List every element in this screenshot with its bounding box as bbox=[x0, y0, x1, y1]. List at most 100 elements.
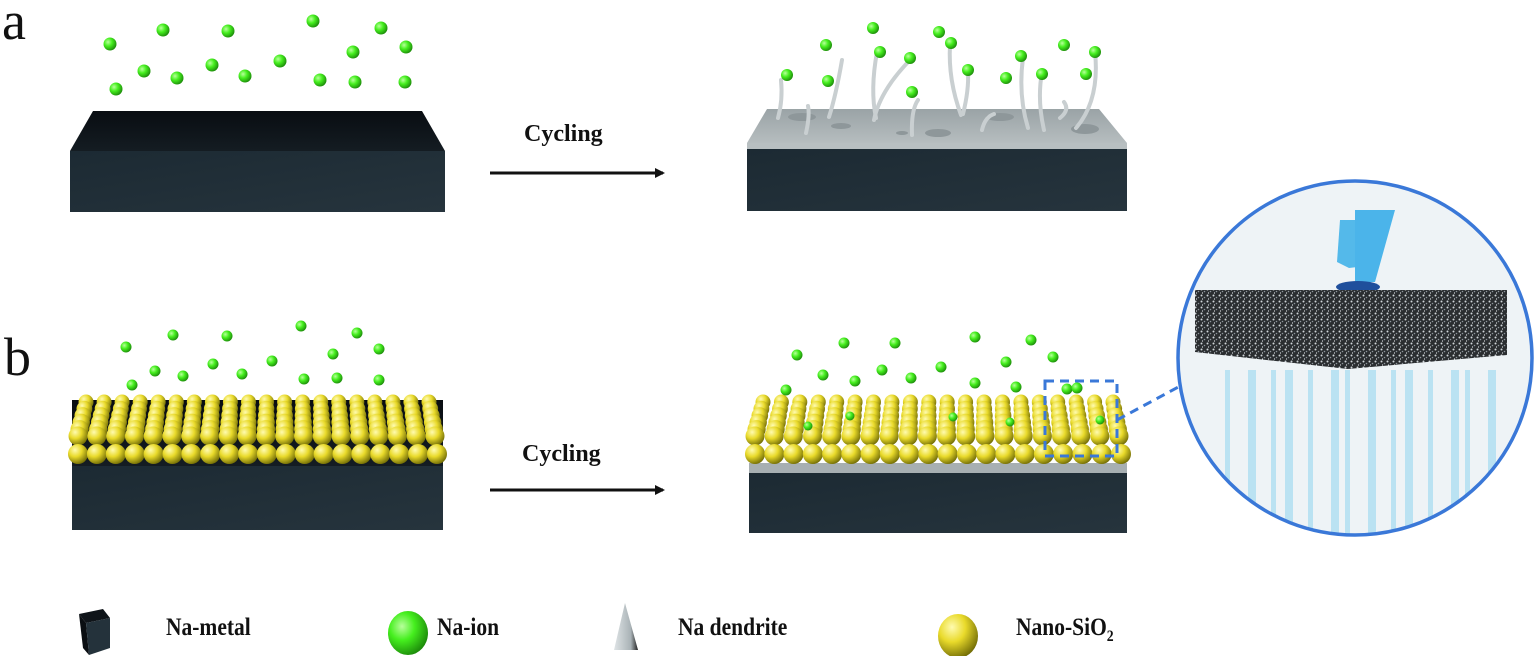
cube-side bbox=[79, 614, 89, 655]
na-ion-a-before bbox=[103, 37, 117, 51]
cycling-label-a: Cycling bbox=[524, 121, 603, 147]
na-ion-b-after bbox=[889, 337, 901, 349]
nano-sio2-sphere bbox=[408, 444, 429, 464]
panel-label-a: a bbox=[2, 0, 26, 51]
nano-sio2-sphere bbox=[406, 426, 426, 446]
na-ion-b-before bbox=[351, 327, 363, 339]
na-metal-block-a-before-top bbox=[70, 111, 445, 151]
nano-sio2-sphere bbox=[937, 426, 957, 446]
nano-sio2-sphere bbox=[764, 426, 784, 446]
na-ion-a-before bbox=[273, 54, 287, 68]
na-ion-b-before bbox=[373, 374, 385, 386]
na-ion-b-before bbox=[221, 330, 233, 342]
na-dendrite bbox=[980, 112, 996, 132]
ion-flux-stream bbox=[1465, 370, 1470, 535]
na-dendrite bbox=[871, 50, 879, 120]
na-ion-a-before bbox=[348, 75, 362, 89]
ion-flux-stream bbox=[1308, 370, 1313, 535]
nano-sio2-sphere bbox=[331, 426, 351, 446]
nano-sio2-sphere bbox=[351, 444, 372, 464]
na-metal-cube-icon bbox=[79, 609, 110, 655]
legend-label-nano-sio2-main: Nano-SiO bbox=[1016, 614, 1107, 641]
na-ion-b-before bbox=[207, 358, 219, 370]
na-ion-b-before bbox=[177, 370, 189, 382]
na-dendrite bbox=[804, 104, 811, 135]
nano-sio2-sphere bbox=[275, 444, 296, 464]
nano-sio2-sphere bbox=[219, 444, 240, 464]
na-ion-a-after bbox=[820, 39, 832, 51]
na-ion-b-before bbox=[120, 341, 132, 353]
nano-sio2-sphere bbox=[105, 444, 126, 464]
nano-sio2-sphere bbox=[106, 426, 126, 446]
nano-sio2-sphere bbox=[918, 444, 939, 464]
nano-sio2-sphere bbox=[898, 426, 918, 446]
nano-sio2-sphere bbox=[745, 444, 765, 464]
nano-sio2-sphere bbox=[425, 426, 445, 446]
nano-sio2-sphere bbox=[181, 444, 202, 464]
na-dendrite bbox=[961, 70, 971, 116]
nano-sio2-sphere bbox=[803, 426, 822, 446]
nano-sio2-sphere bbox=[238, 444, 259, 464]
na-ion-sphere-icon bbox=[388, 611, 428, 655]
na-ion-a-before bbox=[137, 64, 151, 78]
na-ion-a-after bbox=[867, 22, 879, 34]
sei-pit bbox=[788, 113, 816, 121]
na-ion-a-after bbox=[1036, 68, 1048, 80]
nano-sio2-sphere bbox=[1033, 444, 1054, 464]
na-ion-b-before bbox=[373, 343, 385, 355]
na-ion-b-after bbox=[1047, 351, 1059, 363]
nano-sio2-sphere bbox=[802, 444, 823, 464]
nano-sio2-sphere bbox=[783, 444, 804, 464]
nano-sio2-sphere bbox=[917, 426, 937, 446]
na-ion-a-after bbox=[822, 75, 834, 87]
na-ion-b-after bbox=[969, 377, 981, 389]
legend-label-nano-sio2-sub: 2 bbox=[1106, 628, 1114, 645]
nano-sio2-sphere bbox=[369, 426, 389, 446]
na-dendrite bbox=[776, 78, 784, 120]
na-ion-b-after bbox=[1061, 383, 1073, 395]
nano-sio2-sphere bbox=[860, 444, 881, 464]
na-dendrite bbox=[827, 58, 844, 119]
na-ion-b-after bbox=[791, 349, 803, 361]
na-ion-b-after bbox=[905, 372, 917, 384]
inset-border bbox=[1176, 179, 1534, 537]
ion-flux-stream bbox=[1391, 370, 1396, 535]
na-ion-a-after bbox=[1089, 46, 1101, 58]
nano-sio2-sphere bbox=[218, 426, 238, 446]
na-metal-block-b-before-front bbox=[72, 466, 443, 530]
na-ion-a-after bbox=[781, 69, 793, 81]
na-ion-b-before bbox=[331, 372, 343, 384]
nano-sio2-sphere bbox=[976, 444, 997, 464]
na-ion-a-before bbox=[306, 14, 320, 28]
coated-electrode-crosssection bbox=[1195, 290, 1507, 369]
na-ion-b-after bbox=[969, 331, 981, 343]
na-ion-a-before bbox=[374, 21, 388, 35]
na-dendrite-cone-icon bbox=[614, 603, 638, 650]
nano-sio2-sphere bbox=[899, 444, 920, 464]
nano-sio2-sphere bbox=[1032, 426, 1052, 446]
na-ion-a-after bbox=[945, 37, 957, 49]
nano-sio2-sphere bbox=[994, 426, 1014, 446]
na-ion-a-after bbox=[1000, 72, 1012, 84]
nano-sio2-sphere bbox=[841, 426, 861, 446]
na-ion-b-before bbox=[167, 329, 179, 341]
na-metal-block-a-before-front bbox=[70, 151, 445, 212]
na-metal-front bbox=[747, 149, 1127, 211]
na-metal-block-b-before bbox=[72, 400, 443, 530]
inset-content bbox=[1178, 181, 1532, 535]
ion-flux-stream bbox=[1271, 370, 1276, 535]
na-ion-b-after bbox=[876, 364, 888, 376]
cone-body bbox=[614, 603, 638, 650]
nano-sio2-sphere bbox=[956, 426, 976, 446]
nano-sio2-sphere bbox=[162, 444, 183, 464]
nano-sio2-sphere bbox=[783, 426, 803, 446]
na-dendrite bbox=[1074, 50, 1098, 130]
na-ion-b-after bbox=[1071, 382, 1083, 394]
ion-flux-stream bbox=[1345, 370, 1350, 535]
nano-sio2-sphere bbox=[1013, 426, 1033, 446]
na-ion-a-after bbox=[1058, 39, 1070, 51]
na-ion-b-before bbox=[126, 379, 138, 391]
na-ion-a-after bbox=[962, 64, 974, 76]
legend-label-na-ion: Na-ion bbox=[437, 614, 500, 641]
legend-label-na-metal: Na-metal bbox=[166, 614, 251, 641]
